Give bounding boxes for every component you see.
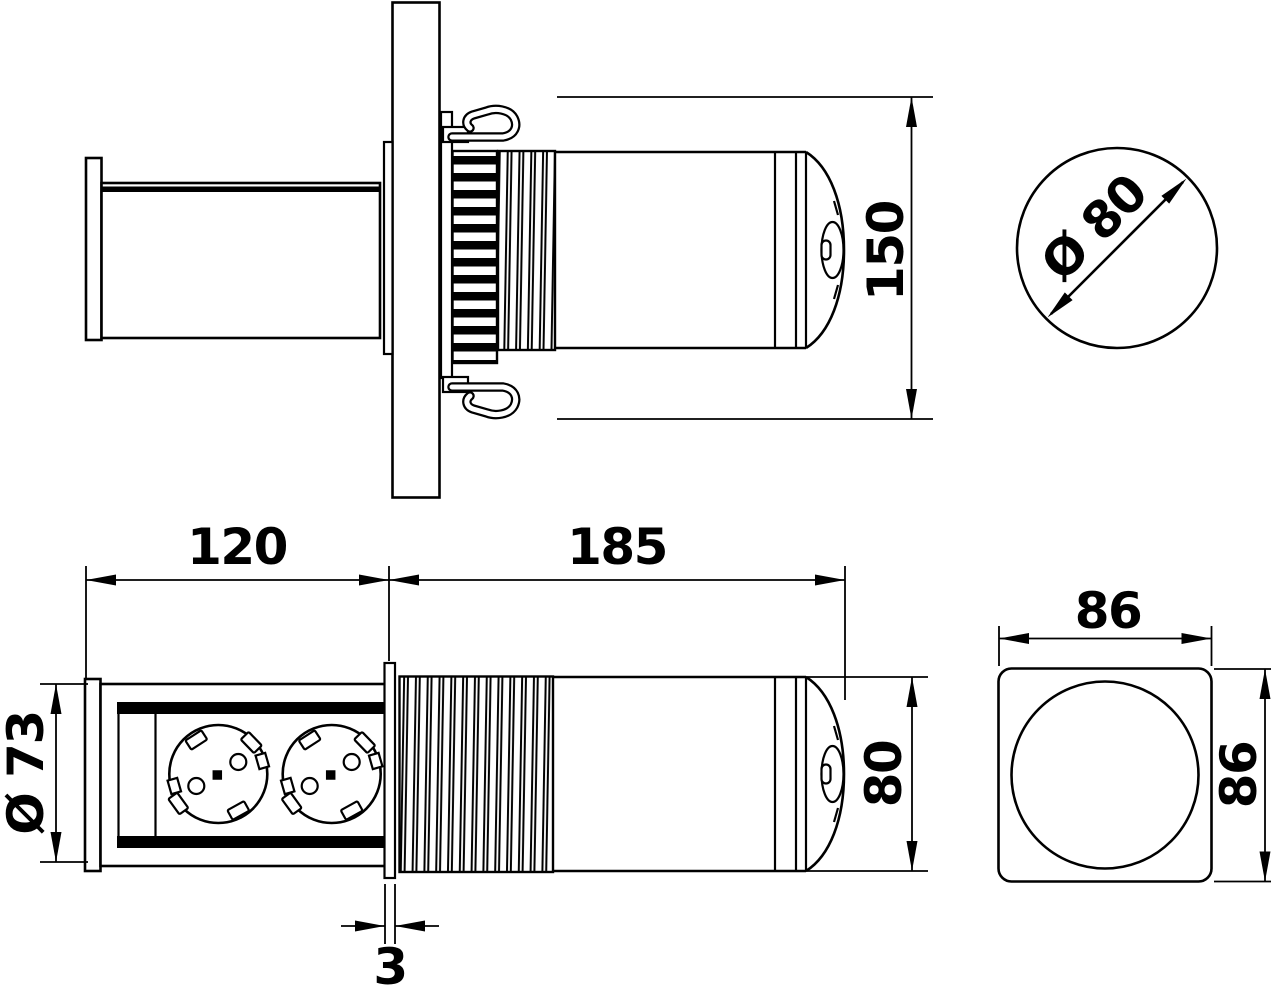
- dimension-3: 3: [341, 884, 439, 996]
- diameter-arrow-line: [1050, 181, 1184, 315]
- dim-120-label: 120: [187, 518, 287, 576]
- dim-diameter-80-label: Ø 80: [1030, 164, 1158, 292]
- view-side-installed: 150: [84, 1, 933, 499]
- dimension-86-width: 86: [998, 582, 1213, 666]
- clamp-hook-top-inner: [449, 107, 519, 140]
- faceplate-outline: [997, 667, 1213, 883]
- dimension-86-height: 86: [1210, 668, 1271, 883]
- clamp-hook-bottom-inner: [449, 384, 519, 417]
- collar-rings: [496, 149, 557, 352]
- retracted-tube: [100, 181, 382, 340]
- tube-seam-band: [101, 186, 380, 192]
- view-section-extended: 120 185 Ø 73 80: [0, 518, 928, 996]
- view-faceplate: 86 86: [997, 582, 1271, 883]
- lid-circle: [1015, 146, 1219, 350]
- mounting-flange: [382, 140, 394, 356]
- dimension-150: 150: [557, 96, 933, 420]
- cylinder-body-section: [553, 675, 846, 873]
- dimension-185: 185: [389, 518, 846, 700]
- dim-3-label: 3: [373, 938, 406, 996]
- dim-80-label: 80: [855, 741, 913, 808]
- dimension-diameter-73: Ø 73: [0, 683, 88, 863]
- faceplate-circle: [1010, 680, 1200, 870]
- mounting-flange-extended: [383, 661, 397, 880]
- worktop-panel: [391, 1, 441, 499]
- dim-86-width-label: 86: [1075, 582, 1142, 640]
- tube-end-plate: [84, 156, 103, 342]
- mounting-collar: [439, 104, 557, 420]
- schuko-socket-1: [166, 723, 271, 825]
- end-cap-latch-pill: [820, 239, 832, 261]
- dim-185-label: 185: [567, 518, 667, 576]
- cylinder-body-top-view: [555, 150, 846, 350]
- thread-ratchet-section: [451, 149, 499, 365]
- schuko-socket-2: [279, 723, 384, 825]
- collar-strip: [439, 110, 454, 380]
- housing-end-plate: [83, 677, 102, 873]
- end-cap-mark: [832, 200, 840, 216]
- housing-rail-bottom: [117, 836, 384, 848]
- dim-86-height-label: 86: [1210, 742, 1268, 809]
- end-cap-mark: [832, 807, 840, 823]
- end-cap-mark: [832, 725, 840, 741]
- dimension-120: 120: [85, 518, 390, 678]
- housing-rail-top: [117, 702, 384, 714]
- view-front-circle: Ø 80: [1015, 146, 1219, 350]
- end-cap-latch-pill-section: [820, 763, 832, 785]
- dimension-80: 80: [806, 676, 928, 872]
- corrugated-thread-sleeve: [398, 675, 555, 874]
- dim-150-label: 150: [857, 201, 915, 301]
- dim-diameter-73-label: Ø 73: [0, 711, 55, 835]
- end-cap-mark: [832, 284, 840, 300]
